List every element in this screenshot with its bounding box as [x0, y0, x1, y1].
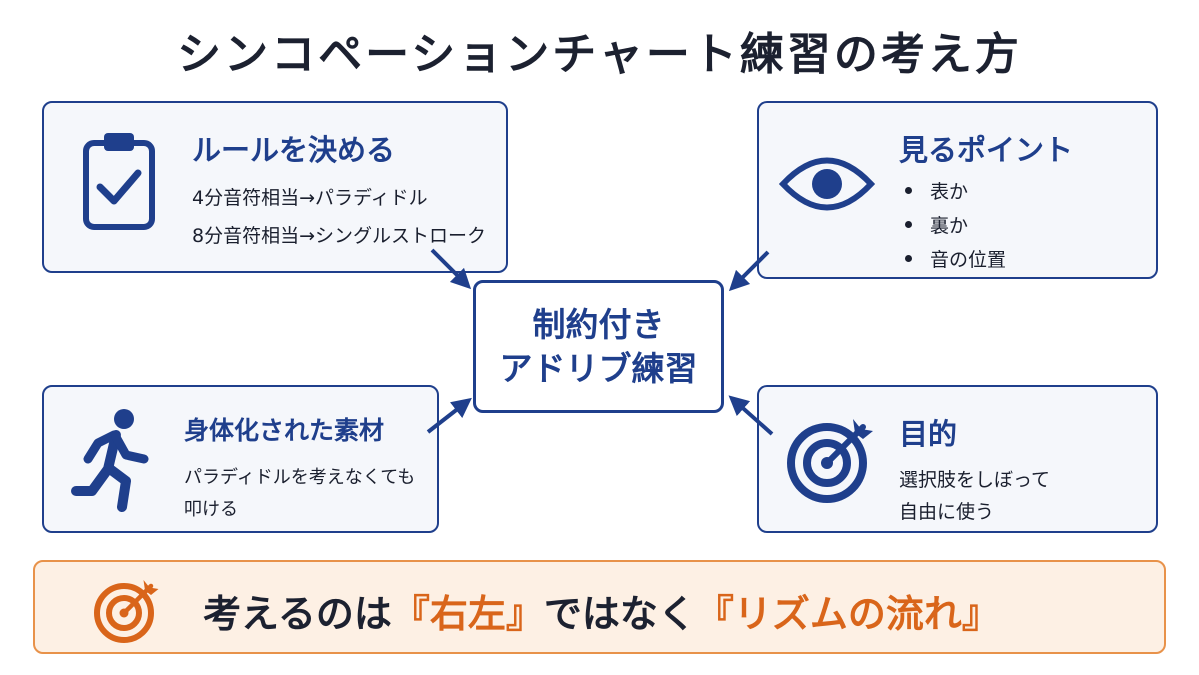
points-card: 見るポイント 表か 裏か 音の位置 [757, 101, 1158, 279]
bullet-icon [905, 255, 912, 262]
points-heading: 見るポイント [899, 133, 1074, 167]
goal-line-2: 自由に使う [899, 501, 995, 523]
points-item-2: 裏か [905, 211, 968, 238]
page-title: シンコペーションチャート練習の考え方 [177, 29, 1022, 80]
center-line-2: アドリブ練習 [499, 348, 698, 388]
points-item-1: 表か [905, 177, 968, 204]
key-message-banner: 考えるのは『右左』ではなく『リズムの流れ』 [33, 560, 1166, 654]
target-arrow-icon [787, 419, 873, 503]
arrow-goal-to-center [728, 395, 774, 436]
bullet-icon [905, 187, 912, 194]
arrow-points-to-center [728, 250, 770, 292]
running-person-icon [71, 409, 149, 512]
arrow-rules-to-center [430, 248, 472, 290]
goal-line-1: 選択肢をしぼって [899, 469, 1051, 491]
goal-card: 目的 選択肢をしぼって 自由に使う [757, 385, 1158, 533]
rules-line-2: 8分音符相当→シングルストローク [192, 225, 487, 247]
body-material-card: 身体化された素材 パラディドルを考えなくても 叩ける [42, 385, 439, 533]
bullet-icon [905, 221, 912, 228]
banner-text-1: 考えるのは [203, 592, 392, 636]
rules-heading: ルールを決める [192, 133, 396, 167]
goal-heading: 目的 [899, 417, 958, 451]
banner-accent-2: 『リズムの流れ』 [695, 592, 1000, 636]
body-material-line-1: パラディドルを考えなくても [184, 467, 416, 488]
arrow-body-to-center [426, 397, 472, 434]
body-material-line-2: 叩ける [184, 499, 238, 520]
banner-text-2: ではなく [543, 592, 696, 636]
banner-message: 考えるのは『右左』ではなく『リズムの流れ』 [203, 583, 1000, 638]
points-item-3: 音の位置 [905, 245, 1006, 272]
body-material-heading: 身体化された素材 [184, 416, 385, 445]
center-concept-box: 制約付き アドリブ練習 [473, 280, 724, 413]
center-line-1: 制約付き [532, 304, 665, 344]
eye-icon [779, 157, 875, 211]
clipboard-check-icon [83, 133, 155, 230]
target-arrow-icon [94, 580, 159, 643]
rules-card: ルールを決める 4分音符相当→パラディドル 8分音符相当→シングルストローク [42, 101, 508, 273]
banner-accent-1: 『右左』 [391, 592, 544, 636]
rules-line-1: 4分音符相当→パラディドル [192, 187, 428, 209]
